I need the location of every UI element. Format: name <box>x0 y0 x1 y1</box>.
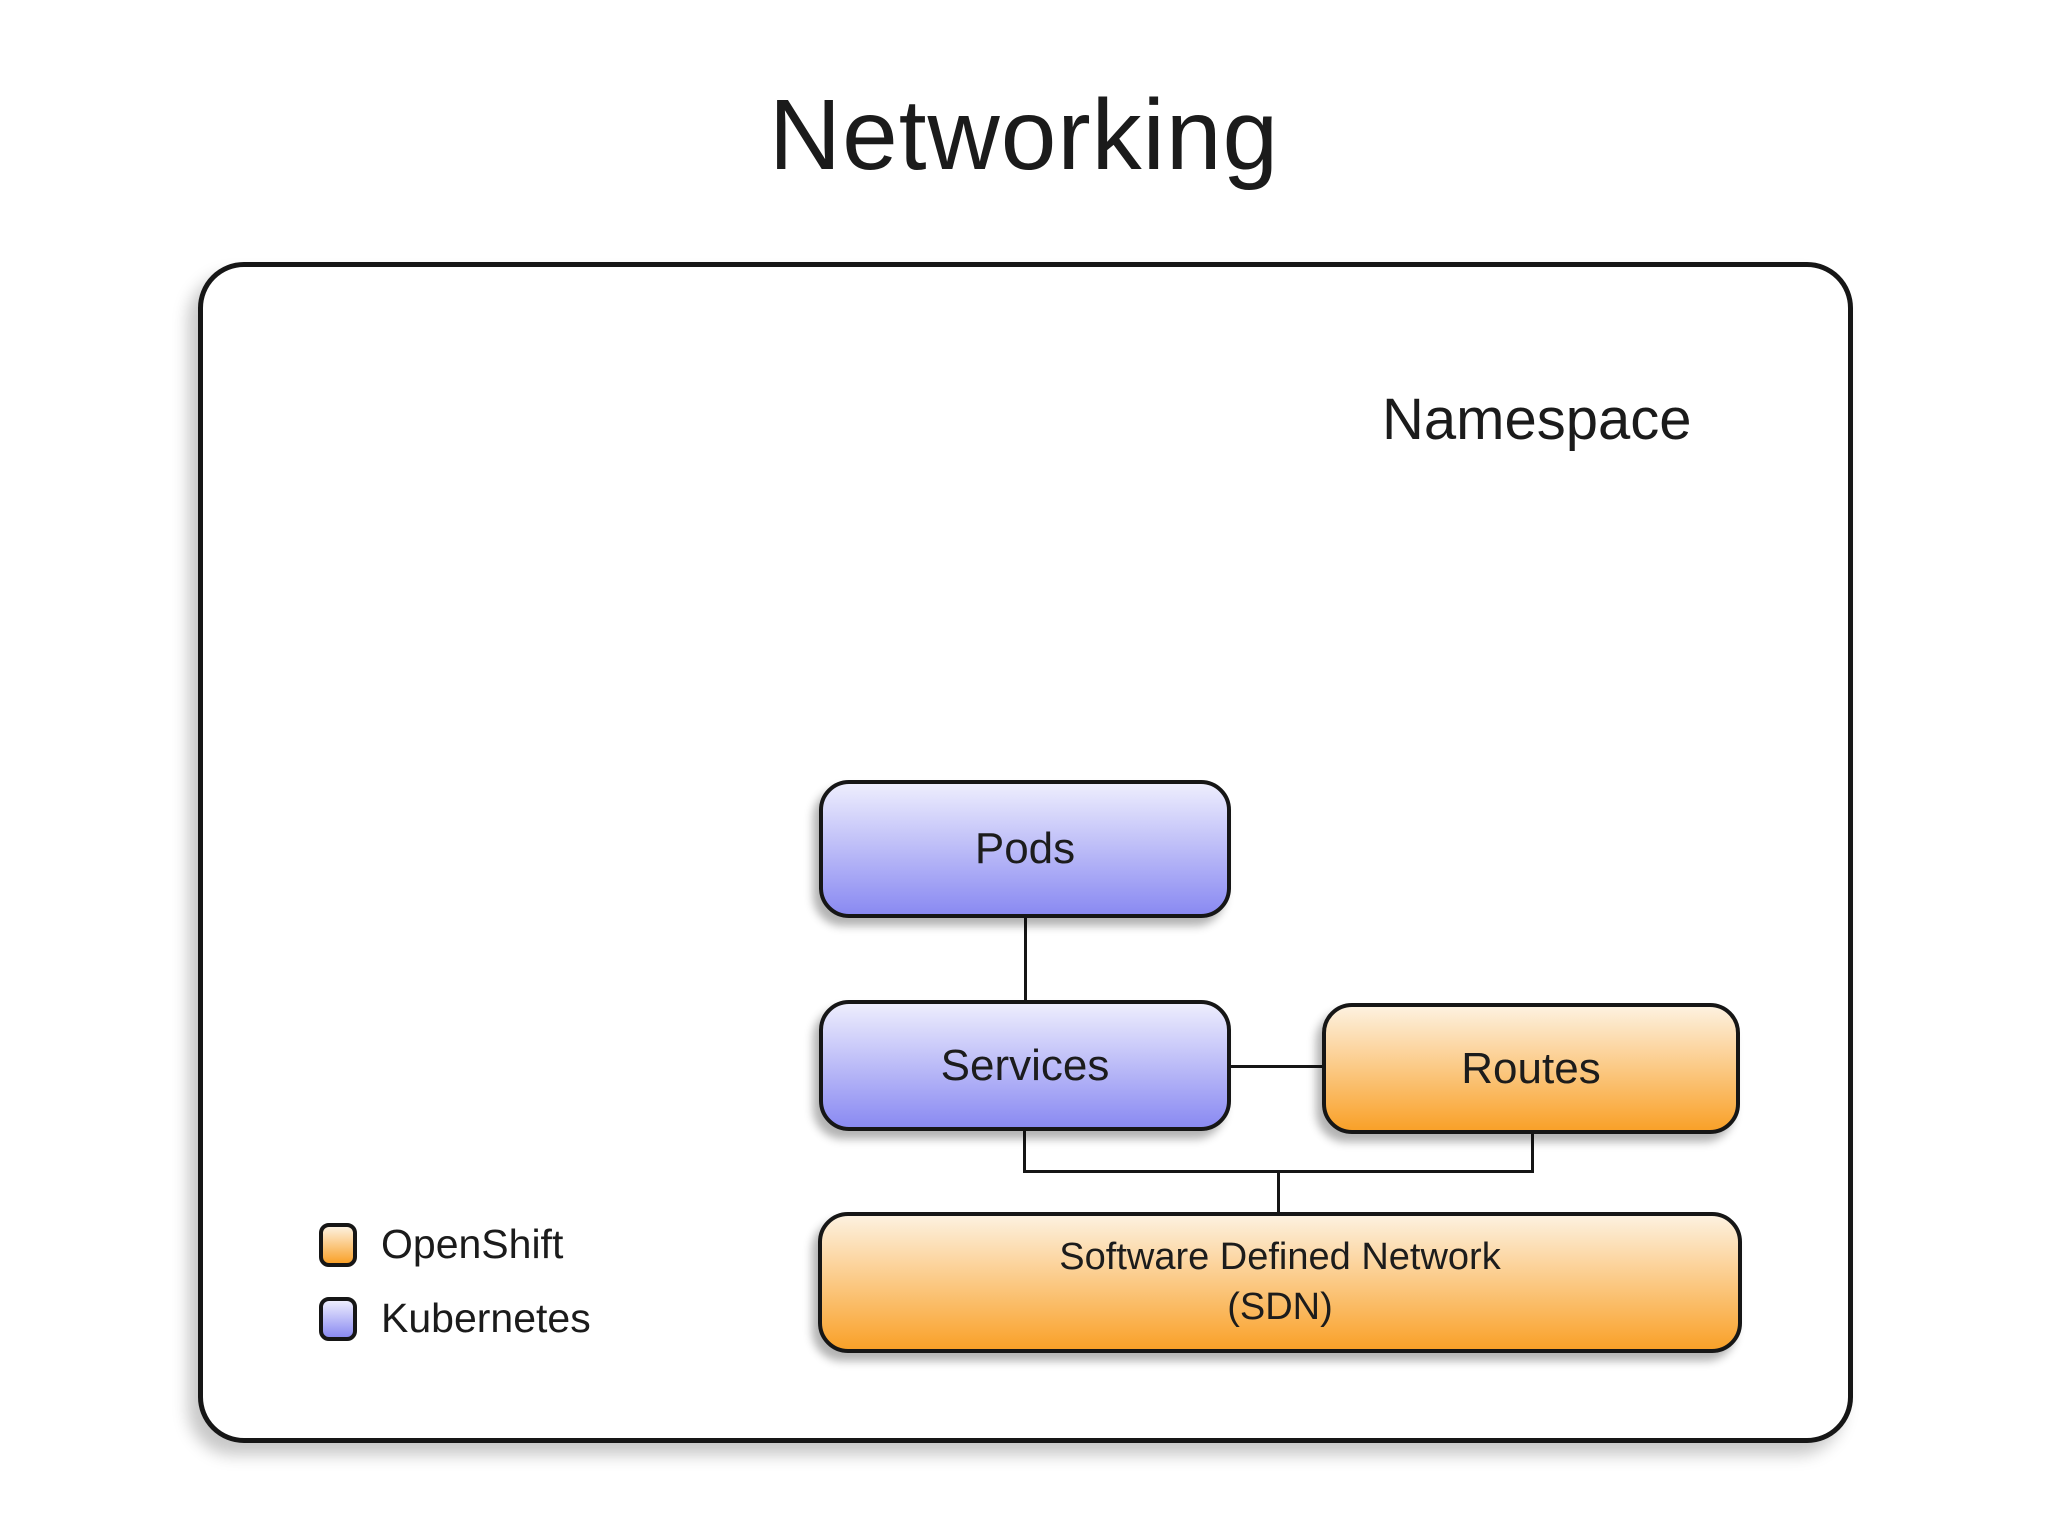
kubernetes-legend-label: Kubernetes <box>381 1295 591 1341</box>
namespace-label: Namespace <box>1382 387 1692 452</box>
slide-title: Networking <box>768 79 1280 191</box>
openshift-legend-label: OpenShift <box>381 1221 564 1267</box>
edge-services-bus-drop <box>1023 1129 1026 1173</box>
kubernetes-color-swatch <box>319 1297 357 1341</box>
openshift-color-swatch <box>319 1223 357 1267</box>
sdn-label: Software Defined Network (SDN) <box>1059 1236 1501 1328</box>
node-pods: Pods <box>819 780 1231 918</box>
edge-routes-bus-drop <box>1531 1132 1534 1173</box>
node-sdn: Software Defined Network (SDN) <box>818 1212 1742 1353</box>
edge-pods-services <box>1024 918 1027 1002</box>
edge-bus-sdn-drop <box>1277 1170 1280 1214</box>
services-label: Services <box>940 1040 1110 1090</box>
routes-label: Routes <box>1461 1043 1601 1093</box>
node-routes: Routes <box>1322 1003 1740 1134</box>
node-services: Services <box>819 1000 1231 1131</box>
edge-services-routes <box>1231 1065 1324 1068</box>
pods-label: Pods <box>974 824 1076 873</box>
